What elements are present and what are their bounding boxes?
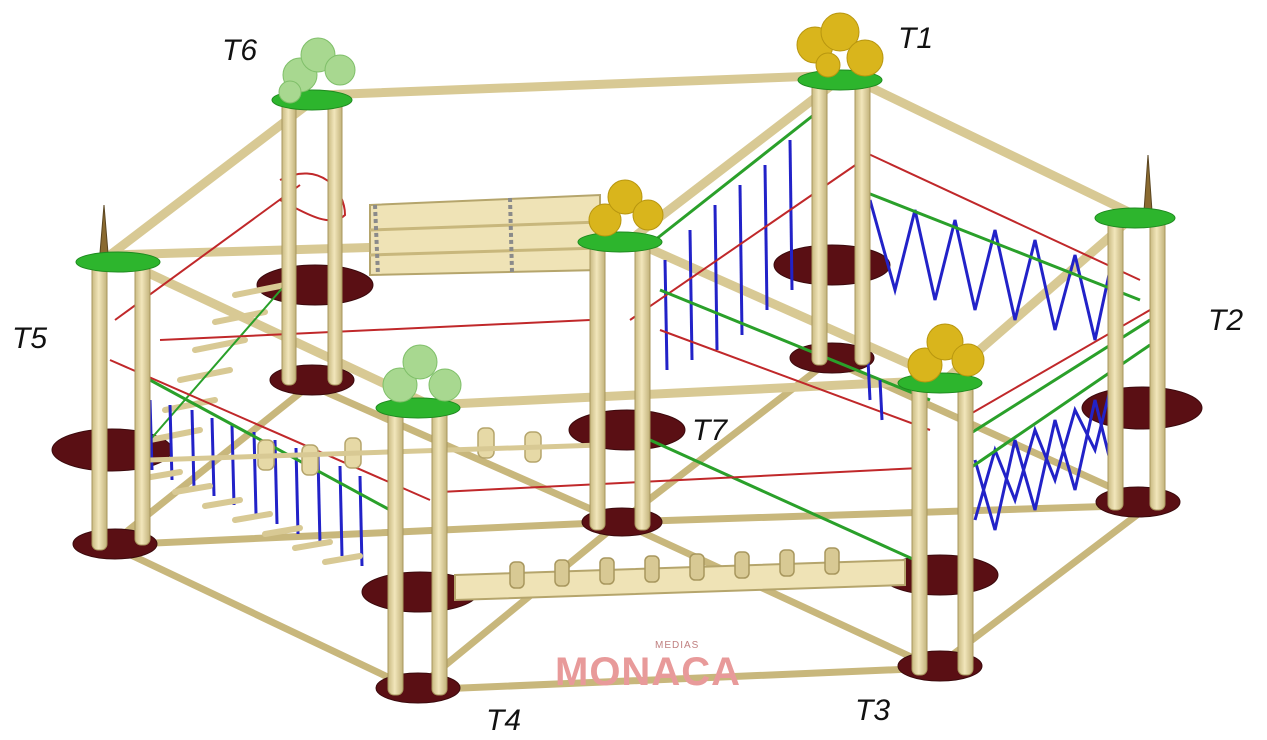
panel-bridge-t6-t7 (369, 193, 601, 277)
net-bridge-t1-t2 (859, 149, 1141, 341)
label-t6: T6 (222, 34, 257, 67)
pole-t5-right (134, 264, 151, 546)
pole-t6-left (281, 99, 297, 386)
pole-t1-left (811, 79, 828, 366)
tree-t3 (907, 323, 985, 383)
label-t3: T3 (855, 694, 890, 727)
tree-t1 (796, 12, 884, 78)
label-t7: T7 (692, 414, 728, 447)
watermark-sub: MEDIAS (655, 640, 699, 651)
rope-lines (114, 172, 931, 562)
label-t5: T5 (12, 322, 47, 355)
pole-t2-left (1107, 219, 1124, 511)
pole-t1-right (854, 79, 871, 366)
watermark-logo: MEDIAS MONACA (555, 640, 741, 694)
label-t2: T2 (1208, 304, 1243, 337)
pole-t4-left (387, 409, 404, 696)
leaf-caps (75, 69, 1176, 419)
pole-t3-left (911, 384, 928, 676)
log-steps-t5-t7 (149, 427, 601, 476)
label-t1: T1 (898, 22, 933, 55)
watermark-brand: MONACA (555, 650, 741, 694)
pole-t5-left (91, 259, 108, 551)
log-bridge-t4-t3 (454, 547, 906, 602)
label-t4: T4 (486, 704, 521, 737)
tower-labels: T1 T2 T3 T4 T5 T6 T7 (12, 22, 1243, 737)
pole-t6-right (327, 99, 343, 386)
platforms (51, 244, 1203, 704)
tree-t4 (382, 344, 462, 403)
pole-t7-left (589, 244, 606, 531)
pole-t3-right (957, 384, 974, 676)
pole-t2-right (1149, 219, 1166, 511)
pole-t4-right (431, 409, 448, 696)
poles (91, 79, 1166, 696)
stair-bridge-t5-t6 (147, 282, 288, 443)
tree-t6 (278, 37, 356, 104)
tree-t7 (588, 179, 664, 237)
pole-t7-right (634, 244, 651, 531)
